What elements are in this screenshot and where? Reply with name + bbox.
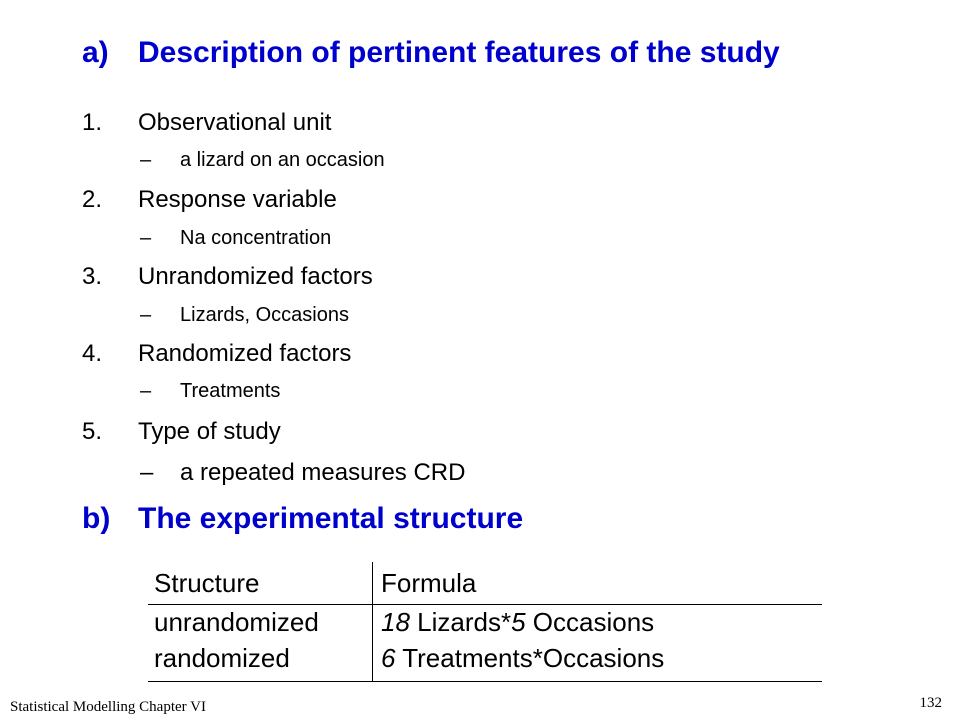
structure-table: Structure Formula unrandomized 18 Lizard… (148, 562, 822, 682)
feature-number: 3. (82, 263, 103, 290)
heading-a-title: Description of pertinent features of the… (138, 36, 780, 69)
formula-number: 5 (511, 607, 526, 637)
cell-formula: 6 Treatments*Occasions (373, 639, 823, 681)
footer-page-number: 132 (919, 695, 943, 711)
feature-item-5: 5. Type of study (82, 420, 281, 444)
table-bottom-rule-cell (372, 681, 822, 682)
feature-detail-text: Na concentration (180, 227, 332, 249)
formula-term: Lizards* (409, 607, 512, 637)
table-row: randomized 6 Treatments*Occasions (148, 639, 822, 681)
feature-label: Type of study (138, 418, 281, 445)
footer-course-title: Statistical Modelling Chapter VI (10, 699, 206, 715)
header-structure: Structure (148, 562, 373, 605)
feature-detail-3: – Lizards, Occasions (140, 305, 349, 325)
feature-number: 1. (82, 109, 103, 136)
feature-label: Observational unit (138, 109, 332, 136)
feature-number: 2. (82, 186, 103, 213)
table-bottom-rule (148, 681, 822, 682)
formula-term: Occasions (525, 607, 655, 637)
formula-number: 6 (381, 643, 396, 673)
table-bottom-rule-cell (148, 681, 373, 682)
feature-detail-text: Treatments (180, 380, 281, 402)
feature-detail-text: a lizard on an occasion (180, 149, 385, 171)
feature-label: Response variable (138, 186, 337, 213)
feature-label: Unrandomized factors (138, 263, 373, 290)
feature-item-2: 2. Response variable (82, 188, 337, 212)
feature-number: 5. (82, 418, 103, 445)
heading-b-title: The experimental structure (138, 502, 524, 535)
dash-bullet: – (140, 380, 152, 402)
feature-detail-4: – Treatments (140, 381, 280, 401)
feature-number: 4. (82, 340, 103, 367)
cell-structure: unrandomized (148, 604, 373, 639)
feature-detail-2: – Na concentration (140, 228, 331, 248)
feature-item-1: 1. Observational unit (82, 111, 331, 135)
cell-formula: 18 Lizards*5 Occasions (373, 605, 823, 640)
heading-b-marker: b) (82, 502, 111, 535)
feature-item-3: 3. Unrandomized factors (82, 265, 373, 289)
dash-bullet: – (140, 304, 152, 326)
table-header-row: Structure Formula (148, 562, 822, 605)
heading-section-a: a) Description of pertinent features of t… (82, 38, 780, 68)
feature-detail-5: –a repeated measures CRD (140, 461, 465, 485)
formula-number: 18 (381, 607, 410, 637)
feature-detail-text: a repeated measures CRD (180, 459, 466, 486)
heading-section-b: b) The experimental structure (82, 504, 523, 534)
formula-term: Treatments*Occasions (395, 643, 665, 673)
heading-a-marker: a) (82, 36, 109, 69)
feature-detail-1: – a lizard on an occasion (140, 150, 385, 170)
dash-bullet: – (140, 227, 152, 249)
feature-item-4: 4. Randomized factors (82, 342, 351, 366)
feature-label: Randomized factors (138, 340, 352, 367)
table-row: unrandomized 18 Lizards*5 Occasions (148, 604, 823, 640)
dash-bullet: – (140, 459, 154, 486)
cell-structure: randomized (148, 639, 373, 681)
header-formula: Formula (372, 562, 822, 605)
feature-detail-text: Lizards, Occasions (180, 304, 349, 326)
dash-bullet: – (140, 149, 152, 171)
